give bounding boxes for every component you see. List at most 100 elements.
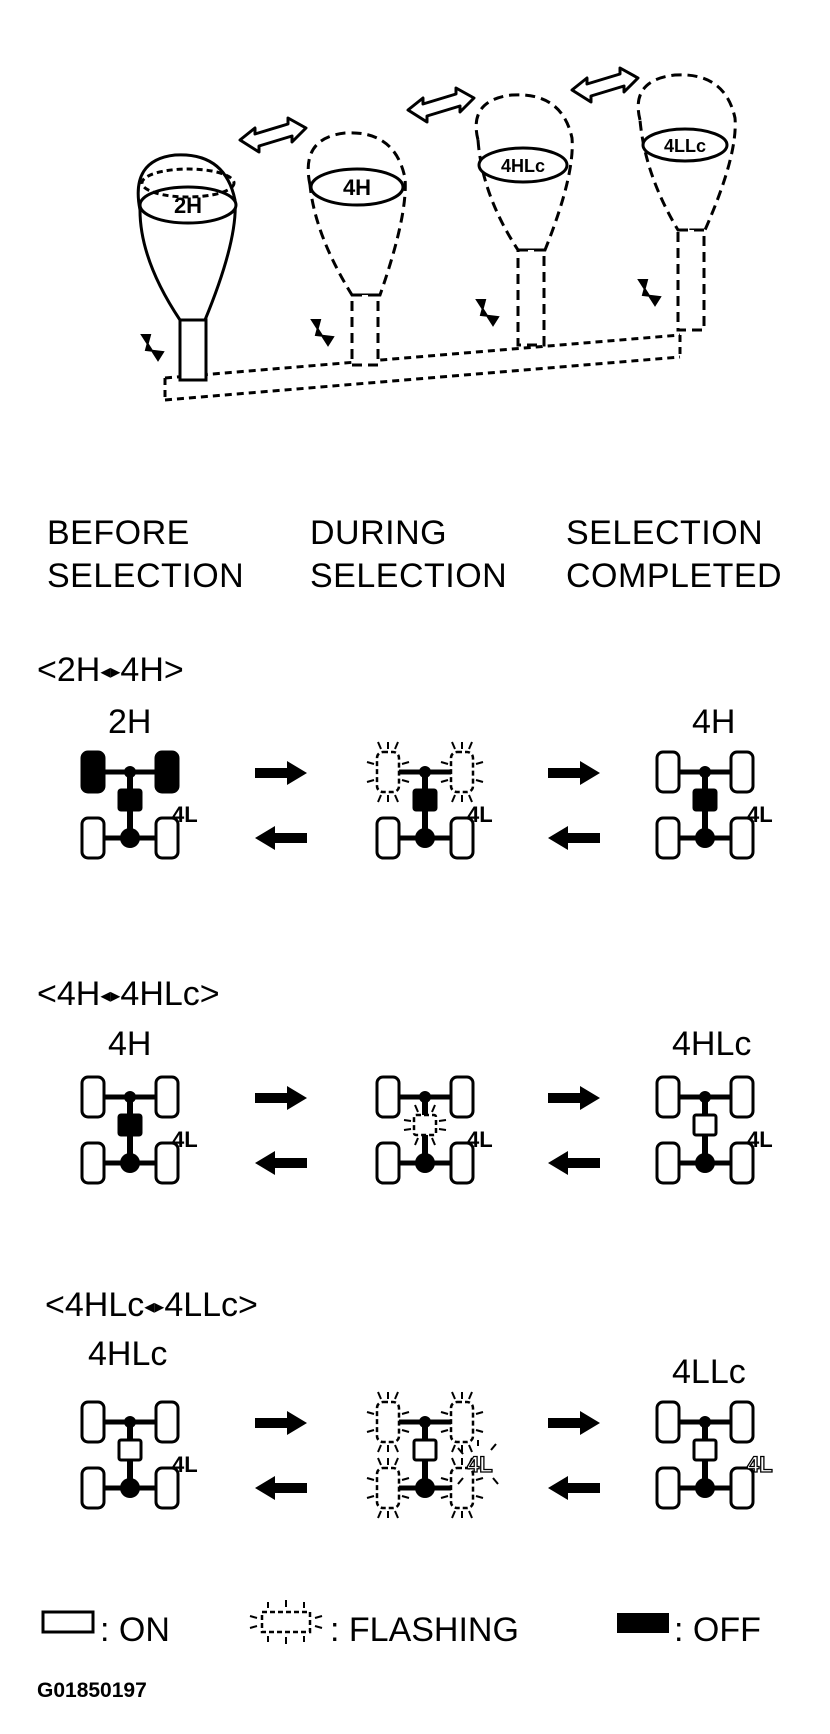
figure-id: G01850197 — [37, 1679, 147, 1702]
front-right-wheel — [729, 1075, 755, 1119]
center-diff-lock-indicator — [117, 1113, 143, 1137]
flash-ray — [431, 1137, 436, 1146]
double-arrow-small-icon: ◂▸ — [144, 1296, 165, 1319]
flash-ray — [431, 1104, 436, 1113]
flash-ray — [440, 1411, 449, 1415]
flash-ray — [377, 1444, 382, 1453]
double-arrow-small-icon: ◂▸ — [100, 661, 121, 684]
rear-left-wheel — [80, 1141, 106, 1185]
flash-ray — [377, 1391, 382, 1400]
double-arrow-icon — [406, 86, 476, 124]
column-header-during: DURING SELECTION — [310, 512, 507, 598]
flash-ray — [475, 1495, 484, 1499]
flash-ray — [414, 1104, 419, 1113]
flash-ray — [394, 1444, 399, 1453]
rear-differential — [120, 1478, 140, 1498]
flash-ray — [468, 1457, 473, 1466]
flash-ray — [440, 761, 449, 765]
4l-indicator-text: 4L — [747, 802, 773, 827]
flash-ray — [475, 1429, 484, 1433]
push-down-arrow-icon — [475, 299, 500, 327]
rear-left-wheel — [375, 1466, 401, 1510]
section-heading-2h-4h: <2H◂▸4H> — [37, 653, 184, 687]
to-mode-label: 4LLc — [672, 1353, 746, 1391]
column-header-during-line1: DURING — [310, 514, 448, 552]
flash-ray — [440, 1477, 449, 1481]
flash-ray — [366, 1429, 375, 1433]
rear-differential — [695, 1153, 715, 1173]
shift-position-label-4hlc: 4HLc — [501, 156, 545, 176]
front-differential — [124, 1416, 136, 1428]
flash-ray — [377, 741, 382, 750]
flash-ray — [377, 794, 382, 803]
flash-ray — [468, 1510, 473, 1519]
left-arrow-icon — [255, 826, 307, 850]
flash-ray — [492, 1477, 499, 1485]
flash-ray — [468, 794, 473, 803]
flash-ray — [475, 1411, 484, 1415]
section-heading-left: <2H — [37, 651, 101, 689]
rear-left-wheel — [375, 1141, 401, 1185]
front-differential — [419, 766, 431, 778]
section-heading-4hlc-4llc: <4HLc◂▸4LLc> — [45, 1288, 258, 1322]
rear-differential — [415, 1153, 435, 1173]
section-heading-right: 4H> — [120, 651, 184, 689]
rear-differential — [120, 828, 140, 848]
front-right-wheel — [729, 1400, 755, 1444]
double-arrow-small-icon: ◂▸ — [100, 985, 121, 1008]
front-right-wheel — [154, 1400, 180, 1444]
section-heading-right: 4HLc> — [120, 975, 220, 1013]
flash-ray — [475, 761, 484, 765]
double-arrow-icon — [238, 116, 308, 154]
left-arrow-icon — [548, 826, 600, 850]
rear-left-wheel — [655, 816, 681, 860]
legend-flashing-label: : FLASHING — [330, 1611, 519, 1649]
front-left-wheel — [375, 1400, 401, 1444]
front-differential — [419, 1416, 431, 1428]
rear-right-wheel — [154, 1466, 180, 1510]
drivetrain-indicator: 4L — [366, 741, 493, 860]
rear-left-wheel — [655, 1466, 681, 1510]
flash-ray — [366, 1477, 375, 1481]
front-right-wheel — [449, 1400, 475, 1444]
column-header-before-line2: SELECTION — [47, 557, 245, 595]
flash-ray — [440, 1429, 449, 1433]
flash-ray — [401, 1429, 410, 1433]
legend-on-label: : ON — [100, 1611, 170, 1649]
legend-flashing-symbol — [249, 1600, 323, 1644]
center-diff-lock-indicator — [117, 1438, 143, 1462]
front-left-wheel — [80, 1400, 106, 1444]
shift-position-label-4h: 4H — [343, 175, 371, 200]
left-arrow-icon — [255, 1151, 307, 1175]
flash-ray — [401, 1477, 410, 1481]
rear-differential — [120, 1153, 140, 1173]
flash-ray — [451, 794, 456, 803]
column-header-before: BEFORE SELECTION — [47, 512, 244, 598]
rear-differential — [415, 1478, 435, 1498]
flash-ray — [451, 1510, 456, 1519]
rear-right-wheel — [729, 1466, 755, 1510]
front-right-wheel — [449, 1075, 475, 1119]
4l-indicator-text: 4L — [467, 1127, 493, 1152]
4l-indicator-text: 4L — [172, 1452, 198, 1477]
transfer-shift-lever-illustration: 2H 4H 4HLc 4LLc — [136, 66, 737, 402]
4l-flash-rays — [457, 1440, 499, 1485]
flash-ray — [366, 779, 375, 783]
shift-position-label-4llc: 4LLc — [664, 136, 706, 156]
rear-right-wheel — [154, 1141, 180, 1185]
flash-ray — [490, 1443, 497, 1451]
left-arrow-icon — [255, 1476, 307, 1500]
flash-ray — [403, 1128, 412, 1131]
flash-ray — [475, 779, 484, 783]
column-header-completed: SELECTION COMPLETED — [566, 512, 782, 598]
flash-ray — [438, 1119, 447, 1122]
section-heading-4h-4hlc: <4H◂▸4HLc> — [37, 977, 220, 1011]
rear-right-wheel — [729, 1141, 755, 1185]
left-arrow-icon — [548, 1476, 600, 1500]
flash-ray — [451, 1391, 456, 1400]
flash-ray — [475, 1477, 484, 1481]
front-differential — [699, 766, 711, 778]
from-mode-label: 4HLc — [88, 1335, 168, 1373]
flash-ray — [451, 741, 456, 750]
